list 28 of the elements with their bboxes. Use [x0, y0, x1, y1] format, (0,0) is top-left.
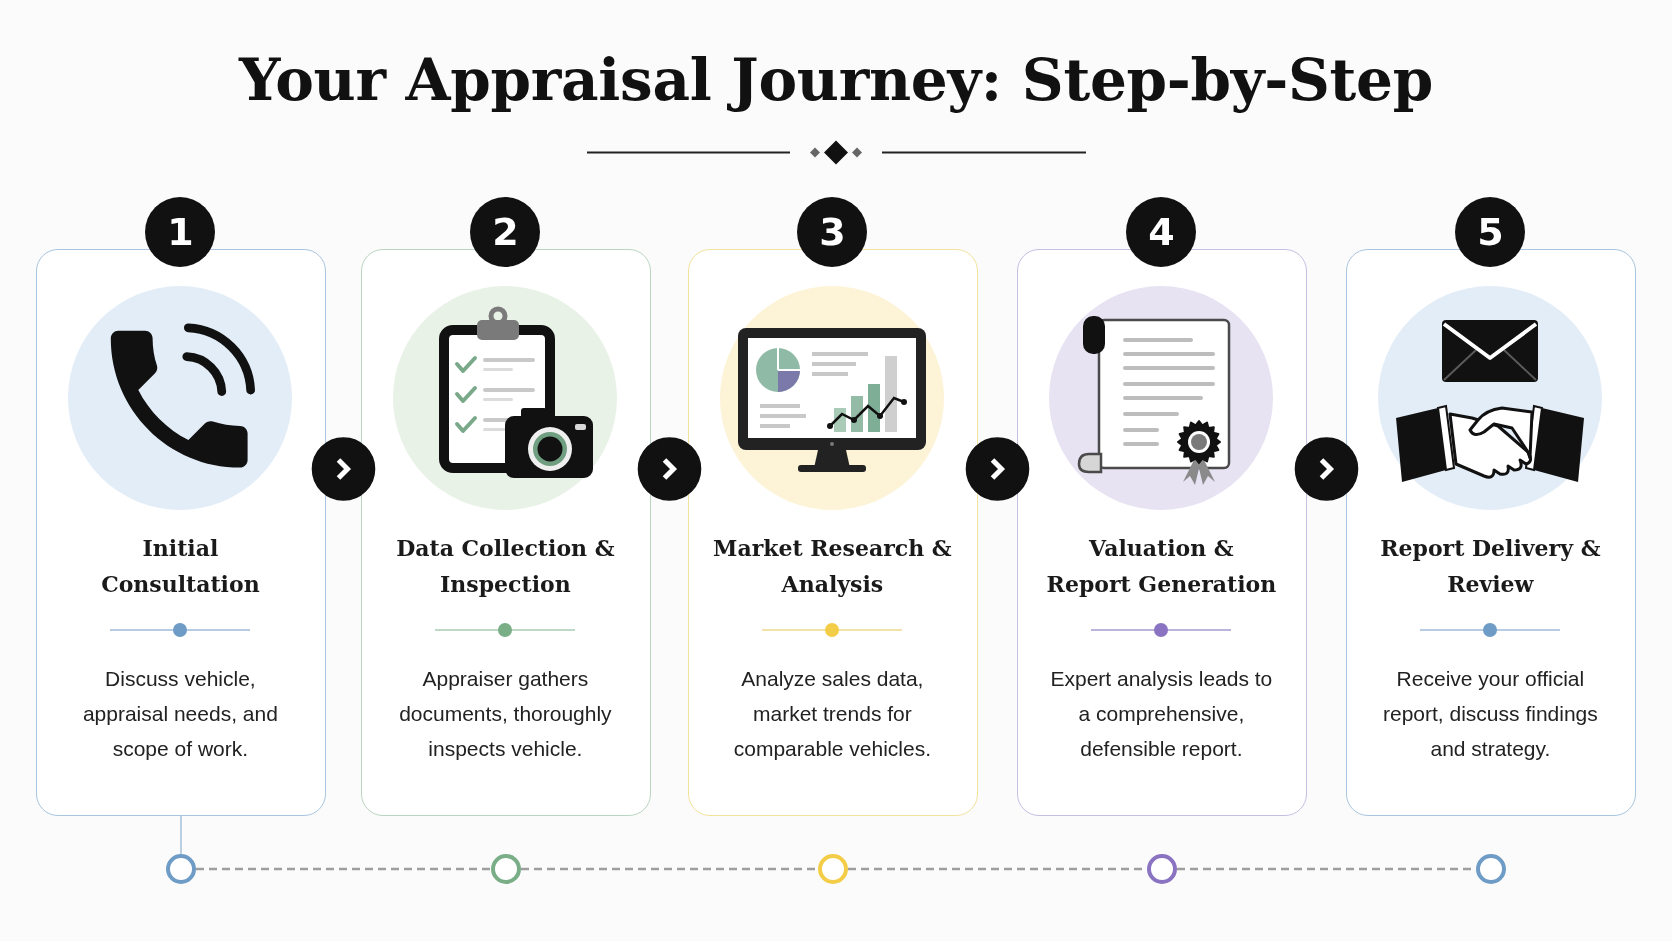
step-heading: Report Delivery & Review — [1380, 535, 1601, 597]
step-heading: Data Collection & Inspection — [396, 535, 615, 597]
step-number: 1 — [145, 197, 216, 267]
timeline-ring — [1147, 854, 1177, 884]
step-description: Discuss vehicle, appraisal needs, and scope of work. — [82, 667, 278, 760]
dashed-line — [521, 867, 818, 871]
step-description: Appraiser gathers documents, thoroughly inspects vehicle. — [399, 667, 612, 760]
chevron-arrow — [637, 437, 702, 501]
step-heading: Market Research & Analysis — [713, 535, 952, 597]
title: Your Appraisal Journey: Step-by-Step — [239, 46, 1433, 114]
timeline-ring — [166, 854, 196, 884]
timeline-ring — [818, 854, 848, 884]
step-heading: Valuation & Report Generation — [1046, 535, 1277, 597]
step-number: 4 — [1126, 197, 1197, 267]
chevron-arrow — [965, 437, 1030, 501]
step-heading: Initial Consultation — [101, 535, 260, 597]
step-number: 2 — [470, 197, 541, 267]
chevron-arrow — [311, 437, 376, 501]
step-description: Receive your official report, discuss findings and strategy. — [1383, 667, 1598, 760]
dashed-line — [196, 867, 491, 871]
step-description: Analyze sales data, market trends for comparable vehicles. — [733, 667, 931, 760]
step-number: 5 — [1455, 197, 1526, 267]
step-description: Expert analysis leads to a comprehensive, defensible report. — [1050, 667, 1273, 760]
step-number: 3 — [797, 197, 868, 267]
timeline-ring — [491, 854, 521, 884]
connector-line — [180, 815, 182, 855]
timeline-ring — [1476, 854, 1506, 884]
chevron-arrow — [1294, 437, 1359, 501]
